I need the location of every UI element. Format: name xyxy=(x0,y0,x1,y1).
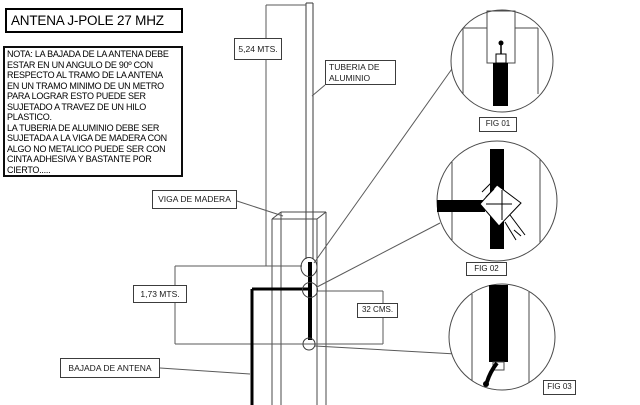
label-fig1: FIG 01 xyxy=(479,117,517,132)
leader-lines xyxy=(159,65,457,375)
leader-feedline-label xyxy=(159,367,251,375)
label-feedline: BAJADA DE ANTENA xyxy=(60,358,160,378)
connection-points xyxy=(300,257,318,351)
leader-beam-label xyxy=(236,200,284,217)
fig2-detail xyxy=(436,140,558,262)
dimension-stub-height xyxy=(174,265,383,345)
label-fig3: FIG 03 xyxy=(543,380,576,395)
label-total-height: 5,24 MTS. xyxy=(234,38,282,60)
feedline xyxy=(250,262,312,405)
leader-tube-label xyxy=(311,84,326,97)
fig1-tube-fill xyxy=(493,63,508,106)
label-tube: TUBERIA DE ALUMINIO xyxy=(325,60,396,85)
note-block: NOTA: LA BAJADA DE LA ANTENA DEBE ESTAR … xyxy=(3,46,183,177)
leader-fig1 xyxy=(313,65,455,264)
fig3-tube-fill xyxy=(489,285,508,362)
connection-point-3 xyxy=(302,337,316,351)
fig2-tie-knot xyxy=(479,184,522,227)
aluminium-tube xyxy=(305,2,314,259)
diagram-title: ANTENA J-POLE 27 MHZ xyxy=(5,8,183,33)
wooden-beam xyxy=(271,211,327,405)
label-beam: VIGA DE MADERA xyxy=(152,190,237,209)
connection-point-2 xyxy=(302,282,318,298)
connection-point-1 xyxy=(300,257,318,277)
fig1-pin-tip xyxy=(498,40,504,46)
fig3-wire-tail xyxy=(485,361,499,383)
label-stub-height: 1,73 MTS. xyxy=(133,285,187,303)
fig3-detail xyxy=(448,283,556,391)
leader-fig3 xyxy=(314,345,457,355)
fig3-wire-end xyxy=(483,381,489,387)
fig1-detail xyxy=(450,9,554,113)
leader-fig2 xyxy=(316,222,441,288)
label-fig2: FIG 02 xyxy=(466,262,507,276)
fig1-connector xyxy=(495,53,507,64)
fig2-feed-fill xyxy=(437,200,485,212)
label-gap: 32 CMS. xyxy=(357,303,398,318)
